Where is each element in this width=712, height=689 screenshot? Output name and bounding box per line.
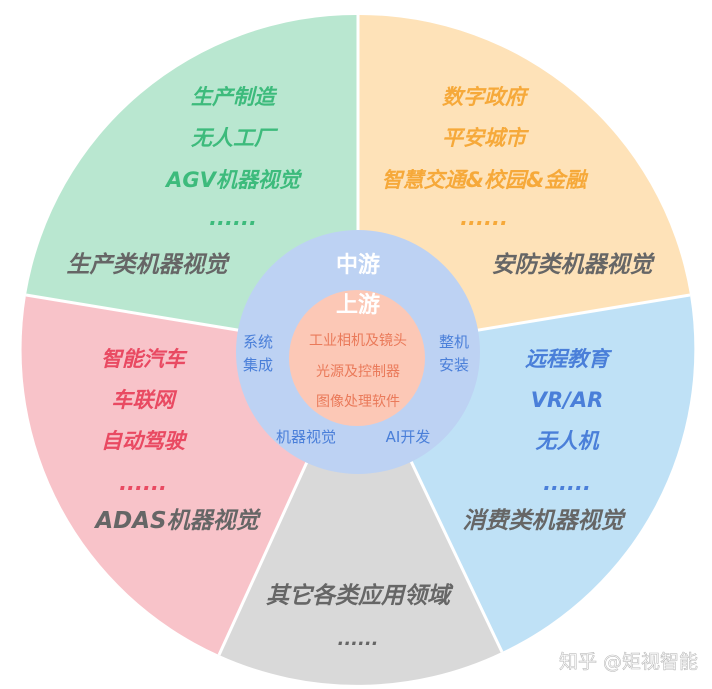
midstream-title: 中游 — [336, 252, 380, 278]
production-item: 生产制造 — [191, 85, 278, 109]
consumer-title: 消费类机器视觉 — [463, 508, 627, 534]
security-title: 安防类机器视觉 — [492, 252, 656, 278]
production-item: AGV机器视觉 — [164, 168, 303, 192]
midstream-assembly: 安装 — [439, 356, 469, 374]
midstream-ai-dev: AI开发 — [386, 428, 431, 446]
automotive-item: 智能汽车 — [101, 347, 188, 371]
upstream-item: 图像处理软件 — [316, 394, 400, 410]
watermark: 知乎 @矩视智能 — [559, 651, 698, 673]
automotive-item: ...... — [119, 471, 167, 495]
midstream-system-integration: 集成 — [243, 356, 273, 374]
production-item: ...... — [209, 206, 257, 230]
production-item: 无人工厂 — [190, 126, 279, 150]
upstream-item: 光源及控制器 — [316, 364, 400, 380]
security-item: 平安城市 — [442, 126, 530, 150]
midstream-machine-vision: 机器视觉 — [276, 428, 336, 446]
upstream-core — [289, 290, 425, 426]
sector-other — [219, 350, 502, 685]
consumer-item: 无人机 — [535, 429, 601, 453]
other-title: 其它各类应用领域 — [266, 582, 454, 609]
production-title: 生产类机器视觉 — [67, 252, 231, 278]
midstream-system-integration: 系统 — [243, 333, 273, 351]
security-item: 数字政府 — [442, 85, 530, 109]
other-more: ...... — [337, 629, 378, 650]
upstream-title: 上游 — [336, 292, 380, 318]
upstream-item: 工业相机及镜头 — [309, 333, 407, 349]
automotive-item: 车联网 — [112, 388, 178, 412]
security-item: ...... — [460, 206, 508, 230]
midstream-assembly: 整机 — [439, 333, 469, 351]
automotive-item: 自动驾驶 — [101, 429, 188, 453]
consumer-item: ...... — [543, 471, 591, 495]
consumer-item: VR/AR — [531, 388, 604, 412]
consumer-item: 远程教育 — [525, 347, 613, 371]
security-item: 智慧交通&校园&金融 — [382, 168, 590, 192]
automotive-title: ADAS机器视觉 — [93, 508, 261, 534]
